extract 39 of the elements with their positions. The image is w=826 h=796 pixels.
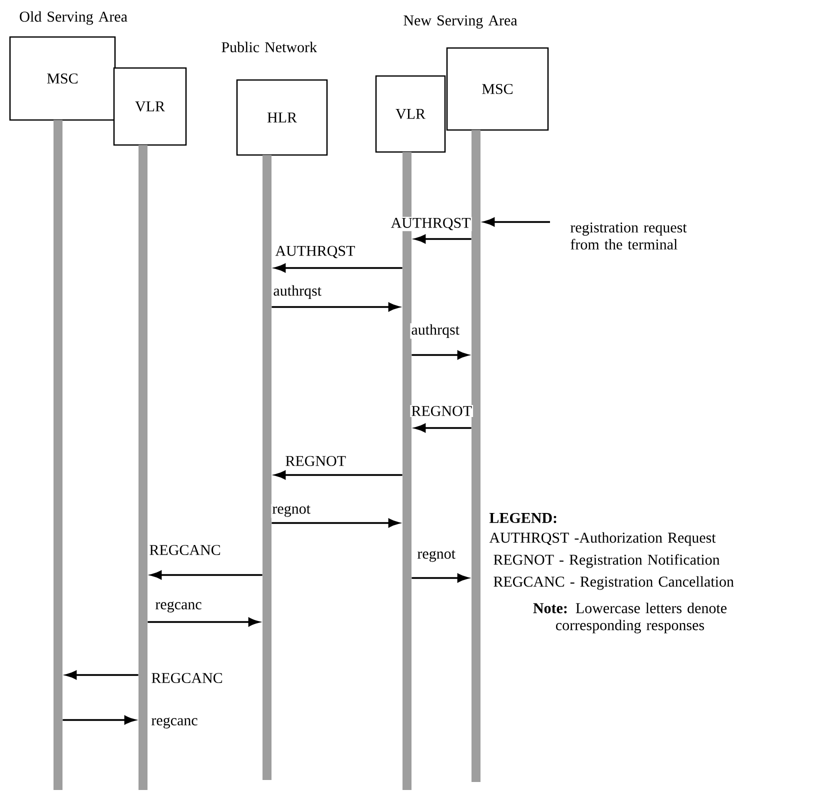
lifeline-box: VLR <box>375 75 446 153</box>
area-heading: Old Serving Area <box>20 11 128 25</box>
edge-label: regcanc <box>150 716 199 730</box>
edge-label: REGCANC <box>150 672 224 684</box>
edge-label: regnot <box>271 504 312 518</box>
lifeline-box: HLR <box>236 79 328 156</box>
edge-label: REGNOT <box>410 404 474 418</box>
arrow <box>414 234 472 244</box>
edge-label: REGNOT <box>284 454 348 468</box>
edge-label: authrqst <box>410 323 461 339</box>
arrow <box>414 424 472 432</box>
arrow <box>150 570 262 580</box>
edge-label: AUTHRQST <box>390 216 472 232</box>
arrow <box>148 618 260 626</box>
lifeline-bar <box>472 130 480 782</box>
lifeline-box: MSC <box>9 36 116 121</box>
arrow <box>274 470 402 480</box>
lifeline-box: VLR <box>113 67 187 146</box>
arrow <box>412 350 468 360</box>
lifeline-bar <box>262 155 272 780</box>
arrow <box>274 264 402 272</box>
arrow <box>412 574 468 582</box>
arrow <box>272 302 400 312</box>
edge-label: regcanc <box>154 600 203 614</box>
edge-label: authrqst <box>272 284 323 300</box>
lifeline-box: MSC <box>446 47 549 131</box>
edge-label: regnot <box>416 549 457 563</box>
note-text: Note: Lowercase letters denote corresponding responses <box>533 602 727 634</box>
area-heading: New Serving Area <box>404 15 518 29</box>
lifeline-bar <box>54 120 62 790</box>
arrow <box>272 518 400 528</box>
arrow <box>484 218 550 226</box>
arrow <box>62 716 136 724</box>
edge-label: REGCANC <box>148 544 222 556</box>
edge-label: AUTHRQST <box>274 244 356 260</box>
note-text: registration request from the terminal <box>570 222 687 250</box>
arrow <box>66 670 138 680</box>
lifeline-bar <box>138 145 148 790</box>
area-heading: Public Network <box>222 42 318 52</box>
